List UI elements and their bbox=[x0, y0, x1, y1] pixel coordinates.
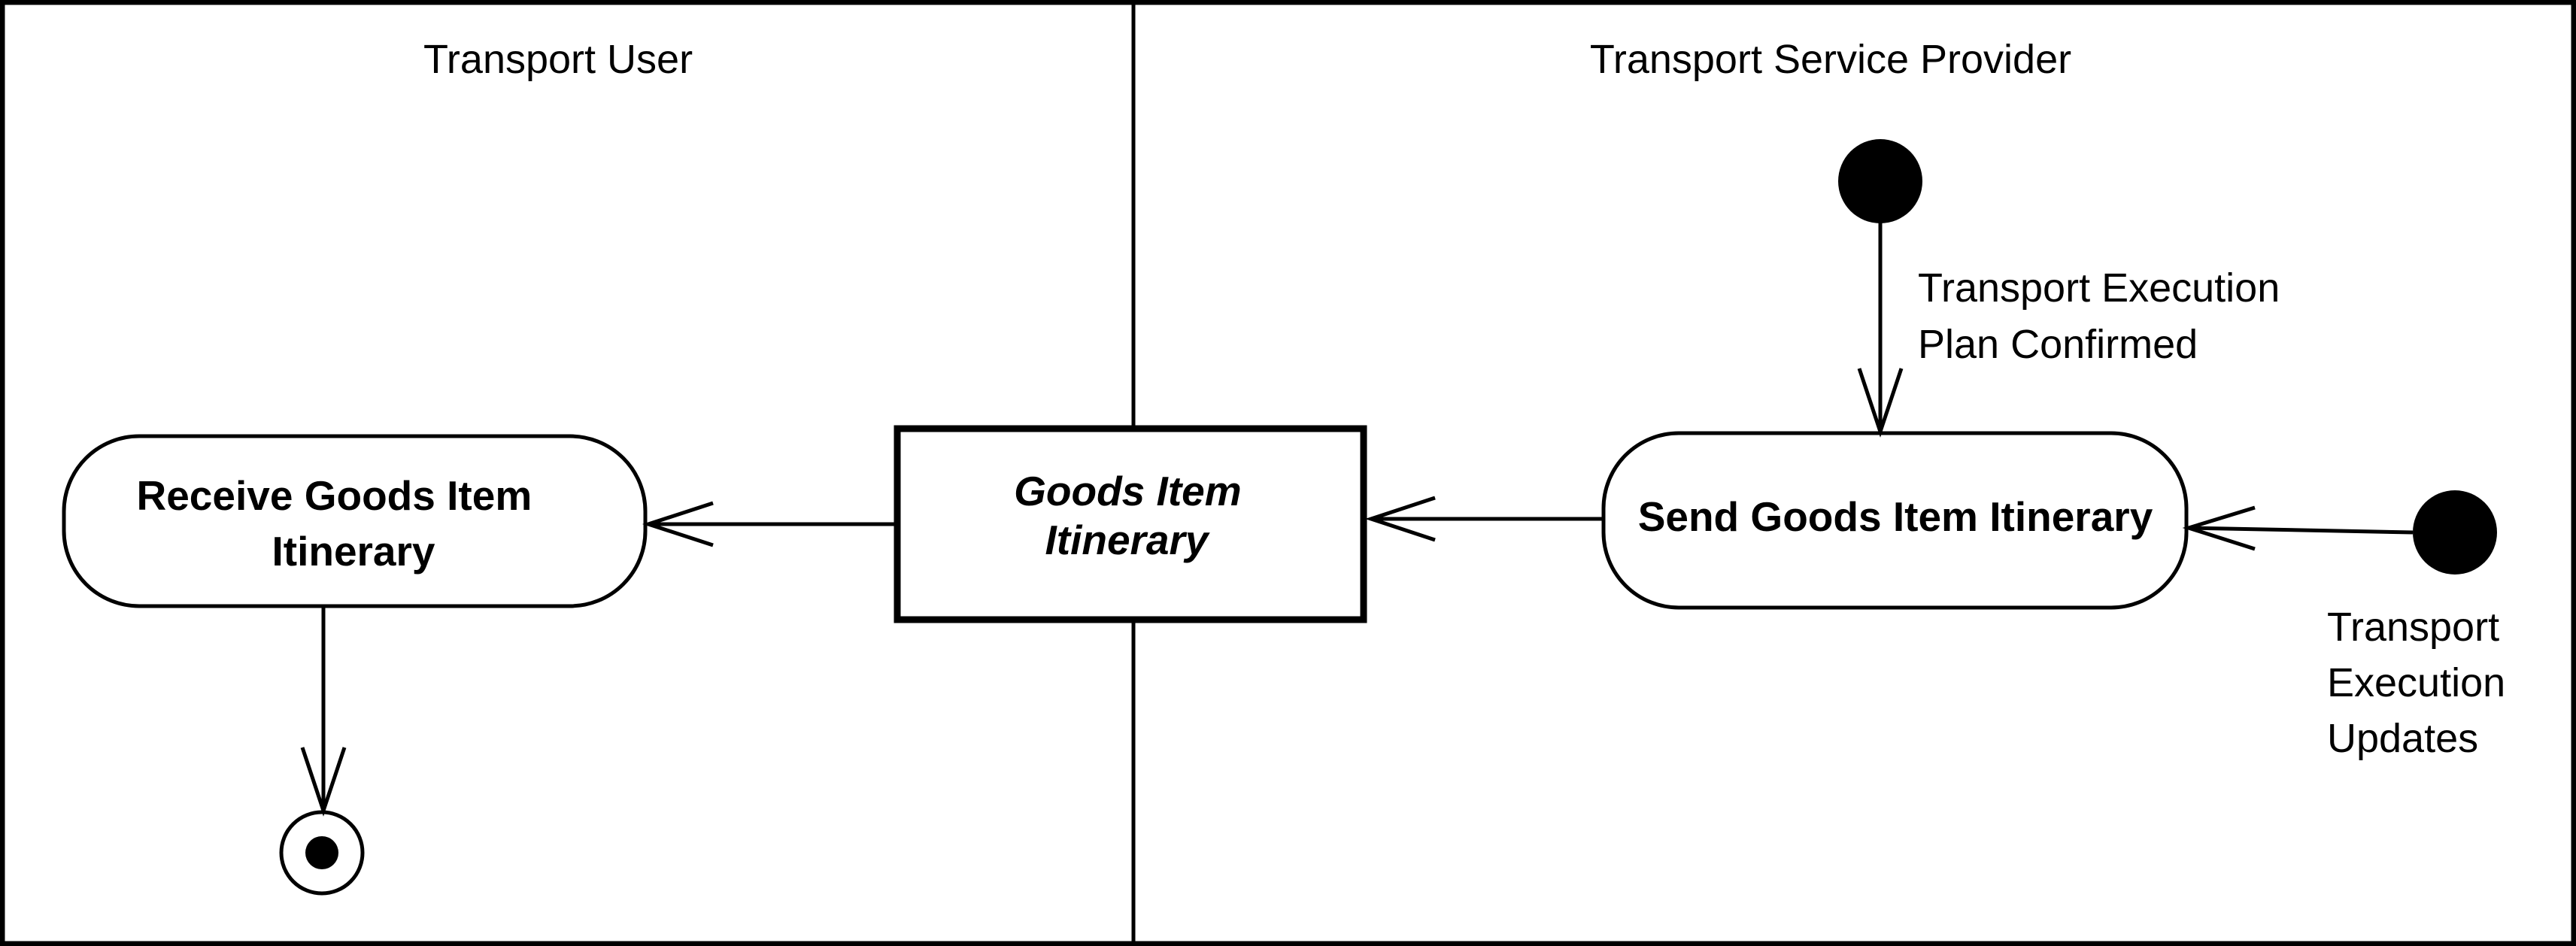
svg-text:Transport Execution Up: Transport Execution Updates bbox=[2327, 605, 2517, 761]
initial-node-plan-confirmed bbox=[1838, 139, 1922, 223]
receive-activity-line-2: Itinerary bbox=[272, 528, 435, 575]
flow-arrow-receive-to-final bbox=[300, 608, 347, 817]
activity-send-goods-item-itinerary[interactable]: Send Goods Item Itinerary bbox=[1601, 431, 2189, 610]
flow-arrow-send-to-object bbox=[1365, 496, 1604, 542]
svg-text:Transport Execution Plan C: Transport Execution Plan Confirmed bbox=[1918, 265, 2291, 367]
event-label-execution-updates-line-3: Updates bbox=[2327, 716, 2478, 761]
flow-arrow-plan-confirmed-to-send bbox=[1857, 223, 1904, 438]
event-label-plan-confirmed-line-1: Transport Execution bbox=[1918, 265, 2280, 311]
event-label-plan-confirmed-line-2: Plan Confirmed bbox=[1918, 322, 2198, 367]
activity-receive-goods-item-itinerary[interactable]: Receive Goods Item Itinerary bbox=[62, 434, 648, 608]
flow-arrow-updates-to-send bbox=[2182, 505, 2414, 551]
svg-text:Send Goods Item Itinerary: Send Goods Item Itinerary bbox=[1638, 493, 2153, 540]
event-label-execution-updates-line-2: Execution bbox=[2327, 660, 2505, 705]
lane-title-transport-service-provider: Transport Service Provider bbox=[1590, 37, 2071, 82]
svg-text:Receive Goods Item Itine: Receive Goods Item Itinerary bbox=[136, 472, 543, 575]
object-node-line-1: Goods Item bbox=[1014, 468, 1242, 514]
receive-activity-line-1: Receive Goods Item bbox=[136, 472, 532, 519]
flow-arrow-object-to-receive bbox=[642, 501, 897, 547]
activity-final-node bbox=[279, 810, 365, 896]
send-activity-label: Send Goods Item Itinerary bbox=[1638, 493, 2153, 540]
initial-node-execution-updates bbox=[2413, 490, 2497, 575]
object-node-goods-item-itinerary[interactable]: Goods Item Itinerary bbox=[894, 425, 1367, 623]
object-node-line-2: Itinerary bbox=[1045, 517, 1209, 563]
lane-title-transport-user: Transport User bbox=[423, 37, 693, 82]
event-label-execution-updates-line-1: Transport bbox=[2327, 605, 2499, 650]
svg-text:Goods Item Itinerary: Goods Item Itinerary bbox=[1014, 468, 1253, 563]
